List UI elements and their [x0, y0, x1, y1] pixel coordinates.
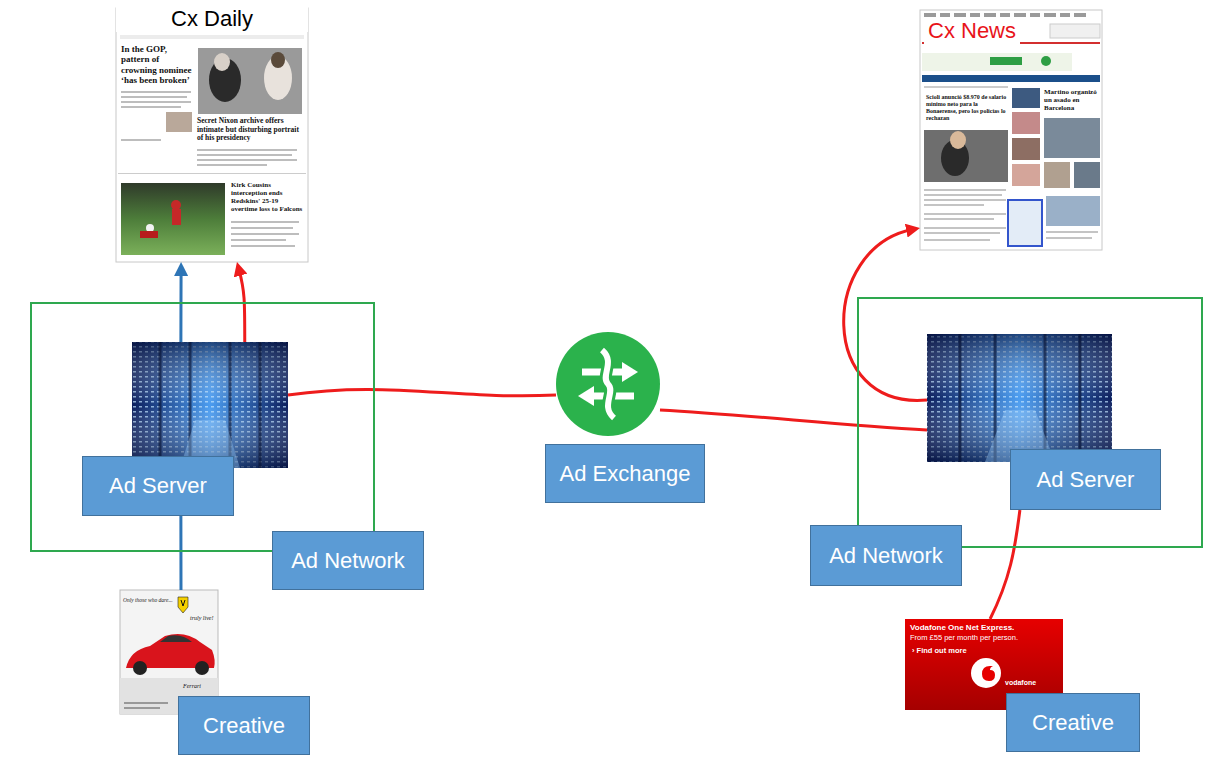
vodafone-ad-image [971, 658, 1001, 688]
newspaper-illustration [116, 8, 308, 262]
newspaper-illustration [1012, 88, 1040, 108]
newspaper-illustration [922, 53, 1072, 71]
exchange-icon [556, 332, 660, 436]
newspaper-illustration [1041, 56, 1051, 66]
connector-arrow [239, 270, 245, 342]
node-label-tag: Creative [178, 696, 310, 755]
ferrari-ad-image [178, 597, 188, 613]
server-room-image [927, 334, 1112, 462]
ad-exchange-hub: Ad Exchange [556, 332, 660, 436]
ad-server: Ad Server [927, 334, 1161, 510]
exchange-icon [602, 350, 614, 418]
ferrari-ad-image [133, 661, 147, 675]
printed-text: › Find out more [912, 647, 1012, 656]
newspaper-illustration [990, 57, 1022, 65]
connector-arrow [179, 270, 182, 342]
newspaper-illustration [950, 131, 966, 149]
printed-text: From £55 per month per person. [910, 634, 1060, 643]
node-label-tag: Ad Exchange [545, 444, 705, 503]
newspaper-illustration [116, 8, 308, 262]
ferrari-ad-image [160, 635, 192, 642]
printed-text: Kirk Cousins interception ends Redskins'… [231, 181, 303, 213]
newspaper-illustration [924, 130, 1008, 182]
printed-text: Vodafone One Net Express. [910, 623, 1060, 632]
printed-text: vodafone [1005, 679, 1055, 687]
ferrari-ad-image [124, 702, 168, 704]
newspaper-illustration [1046, 232, 1098, 238]
newspaper-illustration [1012, 138, 1040, 160]
server-room-image [927, 334, 1112, 462]
connector-line [990, 510, 1020, 619]
newspaper-illustration [924, 190, 1006, 240]
newspaper-illustration [271, 52, 285, 68]
connector-line [288, 389, 556, 395]
newspaper-illustration [1012, 112, 1040, 134]
printed-text: Only those who dare... [123, 597, 177, 603]
node-label-tag: Creative [1006, 693, 1140, 752]
newspaper-illustration [1050, 24, 1100, 38]
printed-text: Secret Nixon archive offers intimate but… [197, 117, 303, 143]
exchange-circle [556, 332, 660, 436]
ad-creative: Creative [120, 590, 310, 755]
exchange-icon [602, 350, 614, 418]
newspaper-illustration [922, 75, 1100, 82]
newspaper-illustration [1008, 200, 1042, 246]
newspaper-illustration [924, 13, 1086, 17]
newspaper-illustration [1046, 196, 1100, 226]
ferrari-ad-image [124, 707, 160, 709]
node-label-tag: Ad Server [1010, 449, 1161, 510]
newspaper-illustration [166, 112, 192, 132]
newspaper-illustration [1044, 118, 1100, 158]
newspaper-page: Cx News [920, 10, 1102, 250]
printed-text: In the GOP, pattern of crowning nominee … [121, 44, 197, 85]
node-label-tag: Ad Network [272, 531, 424, 590]
printed-text: Martino organizó un asado en Barcelona [1044, 88, 1100, 112]
printed-text: Scioli anunció $8.970 de salario mínimo … [926, 94, 1008, 122]
ad-server: Ad Server [82, 342, 288, 516]
newspaper-illustration [1012, 164, 1040, 186]
newspaper-illustration [198, 48, 302, 114]
exchange-icon [578, 386, 594, 406]
server-room-image [132, 342, 288, 468]
connector-line [179, 516, 182, 590]
printed-text: Ferrari [183, 683, 217, 690]
printed-text: truly live! [190, 615, 217, 622]
server-room-image [927, 334, 1112, 462]
newspaper-illustration [920, 10, 1102, 250]
connector-line [660, 410, 927, 430]
newspaper-illustration [121, 183, 225, 255]
server-room-image [927, 334, 1112, 462]
ad-network-group: Ad NetworkAd Server [857, 297, 1203, 548]
node-label-tag: Ad Network [810, 525, 962, 586]
server-room-image [160, 342, 260, 468]
newspaper-illustration [1044, 162, 1070, 188]
newspaper-illustration [172, 209, 181, 225]
server-room-image [132, 342, 288, 468]
newspaper-illustration [146, 224, 154, 232]
newspaper-illustration [171, 200, 181, 210]
server-room-image [960, 334, 1080, 462]
newspaper-illustration [924, 86, 1008, 88]
newspaper-illustration [140, 231, 158, 238]
server-room-image [132, 342, 288, 468]
exchange-icon [622, 362, 638, 382]
ad-network-group: Ad NetworkAd Server [30, 302, 375, 552]
ferrari-ad-image [181, 600, 185, 606]
newspaper-illustration [214, 53, 230, 71]
newspaper-illustration [120, 35, 304, 39]
newspaper-illustration [231, 222, 299, 246]
page-title: Cx News [924, 18, 1020, 44]
newspaper-illustration [118, 173, 306, 174]
vodafone-ad-image [982, 666, 995, 681]
node-label-tag: Ad Server [82, 456, 234, 516]
ferrari-ad-image [195, 661, 209, 675]
newspaper-illustration [920, 10, 1102, 250]
newspaper-illustration [1074, 162, 1100, 188]
page-title: Cx Daily [116, 6, 308, 32]
server-room-image [132, 342, 288, 468]
